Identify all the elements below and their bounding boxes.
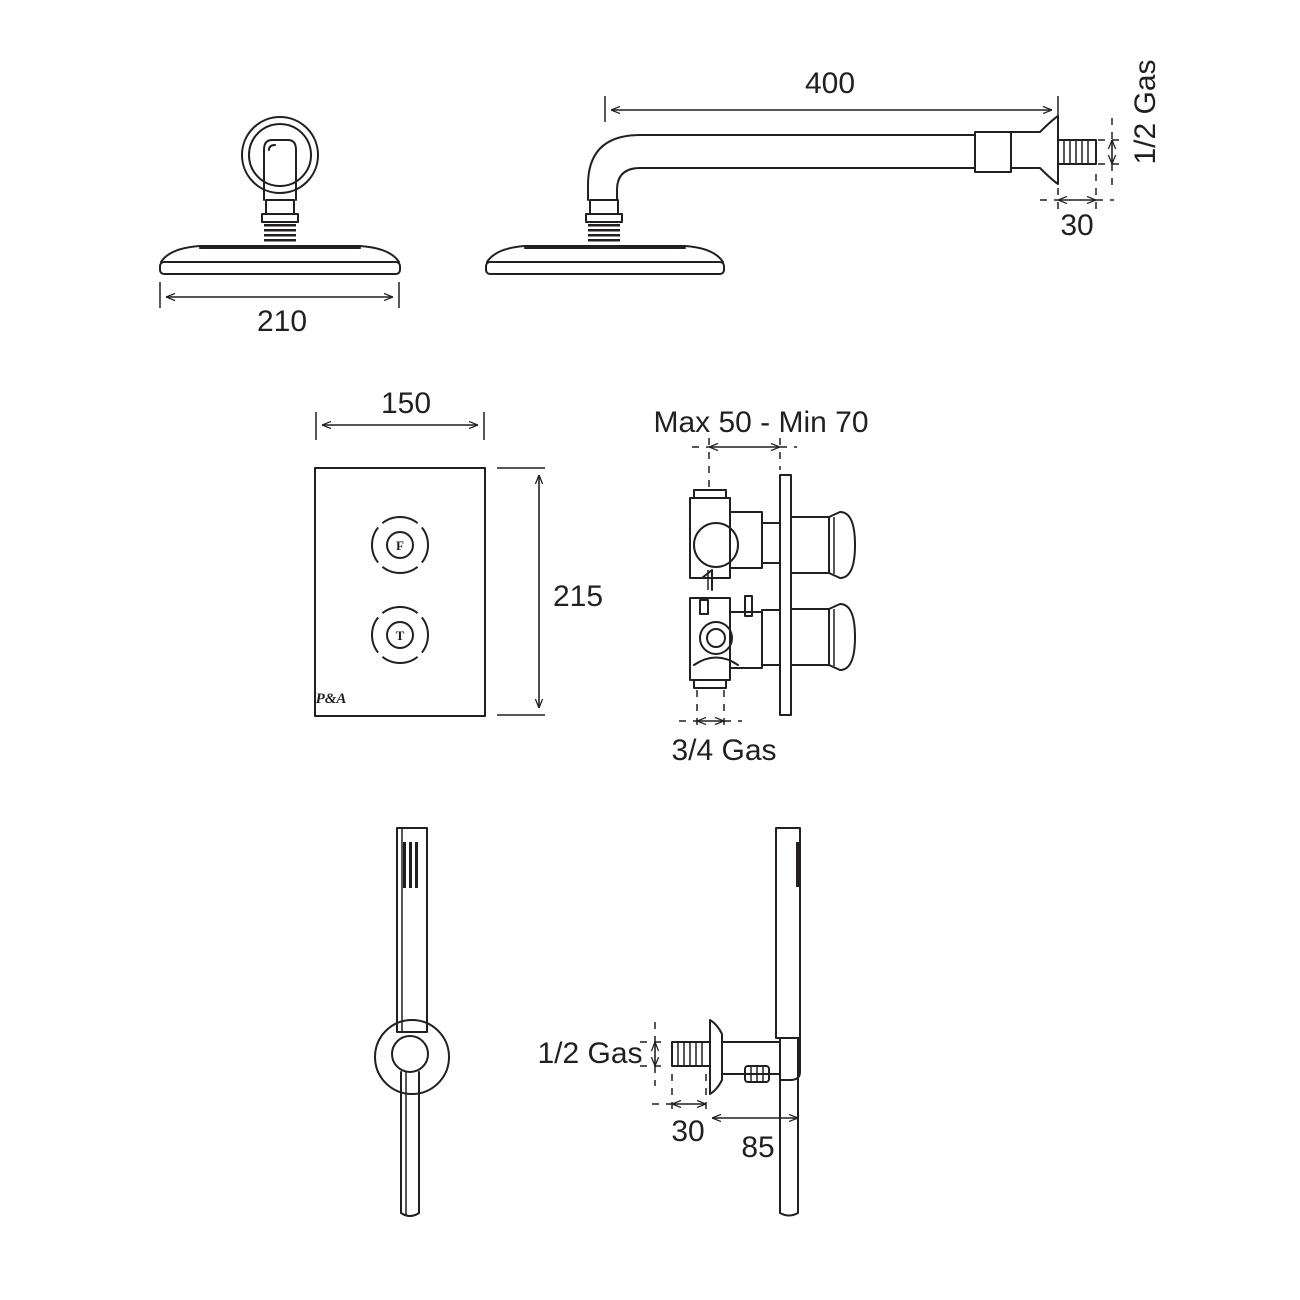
head-width-dimension: 210 — [159, 282, 400, 338]
top-handle-mark: F — [396, 538, 404, 553]
arm-thread-length-dimension: 30 — [1040, 174, 1114, 242]
bottom-cross-handle: T — [366, 601, 434, 669]
plate-width-label: 150 — [381, 387, 431, 420]
brand-logo: P&A — [316, 691, 347, 707]
hand-shower-side-view — [671, 827, 801, 1217]
plate-width-dimension: 150 — [315, 387, 485, 440]
hand-depth-label: 85 — [741, 1131, 774, 1164]
valve-inlet-label: 3/4 Gas — [671, 734, 776, 767]
arm-length-dimension: 400 — [604, 67, 1059, 122]
valve-inlet-dimension: 3/4 Gas — [671, 690, 777, 767]
shower-arm-side-view — [485, 115, 1097, 275]
bottom-handle-mark: T — [396, 628, 405, 643]
arm-thread-length-label: 30 — [1060, 209, 1093, 242]
shower-head-front-view — [159, 116, 401, 275]
plate-height-dimension: 215 — [497, 467, 603, 716]
head-width-label: 210 — [257, 305, 307, 338]
arm-thread-label: 1/2 Gas — [1129, 59, 1162, 164]
valve-plate-front-view: F T P&A — [314, 467, 486, 717]
arm-thread-dimension: 1/2 Gas — [1098, 59, 1162, 186]
hand-thread-dimension: 1/2 Gas — [537, 1022, 668, 1086]
valve-depth-label: Max 50 - Min 70 — [653, 406, 868, 439]
plate-height-label: 215 — [553, 580, 603, 613]
valve-depth-dimension: Max 50 - Min 70 — [653, 406, 869, 490]
top-cross-handle: F — [366, 511, 434, 579]
hand-depth-dimension: 85 — [712, 1086, 799, 1164]
hand-thread-label: 1/2 Gas — [537, 1037, 642, 1070]
valve-body-side-view — [689, 474, 856, 716]
arm-length-label: 400 — [805, 67, 855, 100]
hand-thread-length-dimension: 30 — [652, 1074, 707, 1148]
hand-thread-length-label: 30 — [671, 1115, 704, 1148]
hand-shower-front-view — [374, 827, 450, 1217]
